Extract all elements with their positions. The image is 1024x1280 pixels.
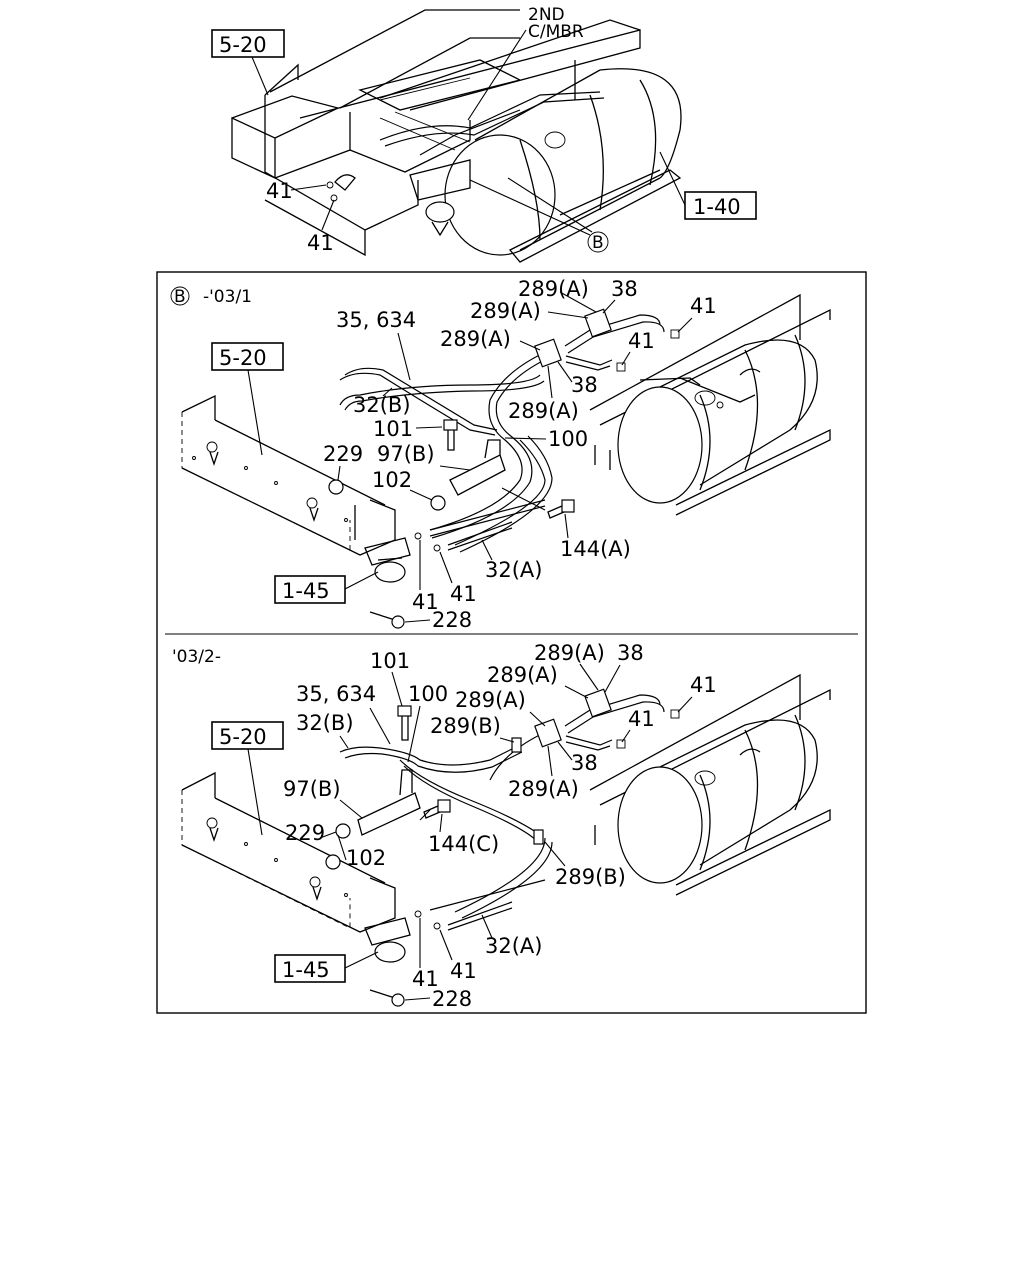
panel-c-label-97b: 97(B) xyxy=(283,777,341,801)
panel-c-label-101: 101 xyxy=(370,649,410,673)
panel-c-label-289a-3: 289(A) xyxy=(455,688,526,712)
panel-c-illustration xyxy=(181,673,831,1007)
panel-b-label-38-1: 38 xyxy=(611,277,638,301)
panel-c-label-41-2: 41 xyxy=(628,707,655,731)
panel-b-illustration xyxy=(181,293,831,629)
overview-note-line1: 2ND xyxy=(528,5,565,25)
panel-b-label-41-1: 41 xyxy=(690,294,717,318)
panel-b-ref-frame-box xyxy=(211,342,284,371)
overview-ref-frame: 5-20 xyxy=(219,33,267,57)
panel-c-ref-frame: 5-20 xyxy=(219,725,267,749)
panel-b-label-102: 102 xyxy=(372,468,412,492)
panel-c-label-100: 100 xyxy=(408,682,448,706)
overview-detail-b-circle xyxy=(587,231,609,253)
panel-b-label-101: 101 xyxy=(373,417,413,441)
panel-b-label-41-3: 41 xyxy=(450,582,477,606)
panel-b-label-289a-3: 289(A) xyxy=(440,327,511,351)
panel-b-ref-valve-box xyxy=(274,575,346,604)
panel-c-label-289a-2: 289(A) xyxy=(487,663,558,687)
panel-c-label-35-634: 35, 634 xyxy=(296,682,376,706)
panel-c-label-32a: 32(A) xyxy=(485,934,542,958)
overview-label-41-b: 41 xyxy=(307,231,334,255)
panel-c-label-41-1: 41 xyxy=(690,673,717,697)
panel-b-label-41-4: 41 xyxy=(412,590,439,614)
overview-ref-tank: 1-40 xyxy=(693,195,741,219)
panel-b-label-229: 229 xyxy=(323,442,363,466)
panel-c-label-229: 229 xyxy=(285,821,325,845)
panel-c-label-102: 102 xyxy=(346,846,386,870)
panel-c-ref-frame-box xyxy=(211,721,284,750)
panel-b-label-35-634: 35, 634 xyxy=(336,308,416,332)
panel-c-label-228: 228 xyxy=(432,987,472,1011)
panel-b-label-289a-4: 289(A) xyxy=(508,399,579,423)
panel-c-label-41-3: 41 xyxy=(450,959,477,983)
overview-ref-tank-box xyxy=(684,191,757,220)
panel-c-label-38-1: 38 xyxy=(617,641,644,665)
panel-c-ref-valve: 1-45 xyxy=(282,958,330,982)
panel-c-label-144c: 144(C) xyxy=(428,832,499,856)
panel-c-label-38-2: 38 xyxy=(571,751,598,775)
panel-b-ref-circle xyxy=(170,286,190,306)
panel-c-label-289b-1: 289(B) xyxy=(430,714,501,738)
panel-b-ref-frame: 5-20 xyxy=(219,346,267,370)
panel-b-label-32a: 32(A) xyxy=(485,558,542,582)
panel-b-label-289a-2: 289(A) xyxy=(470,299,541,323)
panel-b-label-97b: 97(B) xyxy=(377,442,435,466)
overview-note-line2: C/MBR xyxy=(528,22,584,42)
panel-b-label-32b: 32(B) xyxy=(353,393,411,417)
panel-b-label-289a-1: 289(A) xyxy=(518,277,589,301)
panel-c-header: '03/2- xyxy=(172,647,221,667)
panel-b-label-144a: 144(A) xyxy=(560,537,631,561)
panel-c-label-32b: 32(B) xyxy=(296,711,354,735)
panel-c-label-41-4: 41 xyxy=(412,967,439,991)
panel-c-label-289a-4: 289(A) xyxy=(508,777,579,801)
overview-detail-b-label: B xyxy=(592,233,604,253)
detail-frame xyxy=(156,271,867,1014)
overview-label-41-a: 41 xyxy=(266,179,293,203)
panel-b-header: -'03/1 xyxy=(203,287,252,307)
panel-b-label-228: 228 xyxy=(432,608,472,632)
panel-b-ref-letter: B xyxy=(174,287,186,307)
panel-c-label-289a-1: 289(A) xyxy=(534,641,605,665)
panel-c-ref-valve-box xyxy=(274,954,346,983)
panel-b-label-38-2: 38 xyxy=(571,373,598,397)
overview-illustration xyxy=(231,9,682,263)
panel-b-label-100: 100 xyxy=(548,427,588,451)
panel-b-ref-valve: 1-45 xyxy=(282,579,330,603)
overview-ref-frame-box xyxy=(211,29,285,58)
panel-b-label-41-2: 41 xyxy=(628,329,655,353)
panel-c-label-289b-2: 289(B) xyxy=(555,865,626,889)
